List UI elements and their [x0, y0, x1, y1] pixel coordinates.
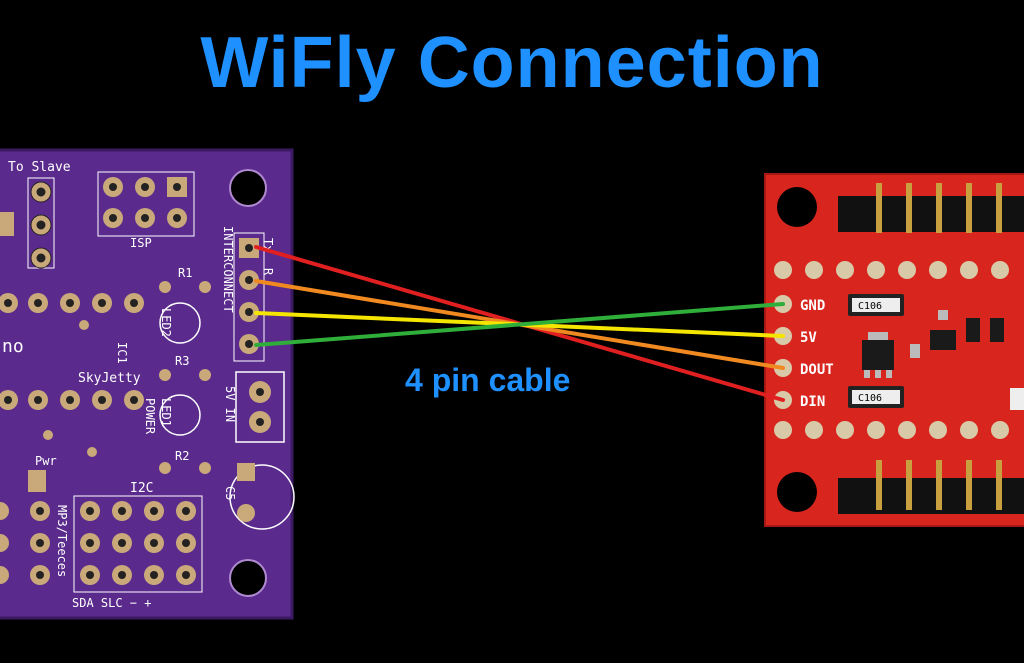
top-header-strip — [838, 183, 1024, 233]
regulator-chip — [862, 332, 894, 378]
i2c-header — [73, 495, 203, 593]
r3-label: R3 — [175, 354, 189, 368]
mounting-hole — [777, 187, 817, 227]
pwr-component — [28, 470, 46, 492]
led1-outline — [159, 394, 201, 436]
din-pin-label: DIN — [800, 394, 825, 410]
no-label: no — [2, 336, 24, 357]
r1-label: R1 — [178, 266, 192, 280]
skyjetty-label: SkyJetty — [78, 371, 141, 386]
bottom-pin-labels: SDA SLC − + — [72, 596, 151, 610]
chip-label: C106 — [858, 393, 882, 404]
to-slave-label: To Slave — [8, 160, 71, 175]
page-title: WiFly Connection — [200, 23, 824, 103]
gnd-pin-label: GND — [800, 298, 825, 314]
5v-in-label: 5V IN — [223, 386, 237, 422]
ic1-label: IC1 — [115, 342, 129, 364]
interconnect-label: INTERCONNECT — [221, 226, 235, 313]
four-pin-cable — [254, 245, 785, 402]
i2c-label: I2C — [130, 481, 153, 496]
interconnect-header — [233, 232, 265, 362]
dout-pin-label: DOUT — [800, 362, 834, 378]
to-slave-header — [27, 177, 55, 269]
led2-outline — [159, 302, 201, 344]
left-pcb-board: To Slave ISP R1 R3 R2 SkyJetty I2C Pwr n… — [0, 148, 295, 620]
small-components — [910, 310, 1004, 358]
smd-pad — [0, 212, 14, 236]
ic-pads — [0, 281, 211, 474]
bottom-pin-row — [774, 421, 1009, 439]
chip-label: C106 — [858, 301, 882, 312]
smd-pad — [1010, 388, 1024, 410]
mounting-hole — [229, 559, 267, 597]
mounting-hole — [229, 169, 267, 207]
5v-pin-label: 5V — [800, 330, 817, 346]
5v-in-terminal — [235, 371, 285, 443]
pwr-label: Pwr — [35, 454, 57, 468]
r2-label: R2 — [175, 449, 189, 463]
isp-label: ISP — [130, 236, 152, 250]
led2-label: LED2 — [159, 308, 173, 337]
capacitor-chip-top: C106 — [848, 294, 904, 316]
mp3-header — [30, 501, 50, 585]
right-pcb-board: GND 5V DOUT DIN C106 C106 — [764, 173, 1024, 527]
mp3-teeces-label: MP3/Teeces — [55, 505, 69, 577]
power-label: POWER — [143, 398, 157, 435]
green-wire — [254, 302, 785, 347]
mounting-hole — [777, 472, 817, 512]
c5-capacitor — [229, 463, 295, 530]
left-edge-pads — [0, 502, 9, 584]
capacitor-chip-bottom: C106 — [848, 386, 904, 408]
bottom-header-strip — [838, 460, 1024, 514]
isp-header — [97, 171, 195, 237]
pin-labels: GND 5V DOUT DIN — [800, 298, 834, 410]
cable-label: 4 pin cable — [405, 362, 571, 398]
top-pin-row — [774, 261, 1009, 279]
rx-label: R — [261, 268, 275, 276]
